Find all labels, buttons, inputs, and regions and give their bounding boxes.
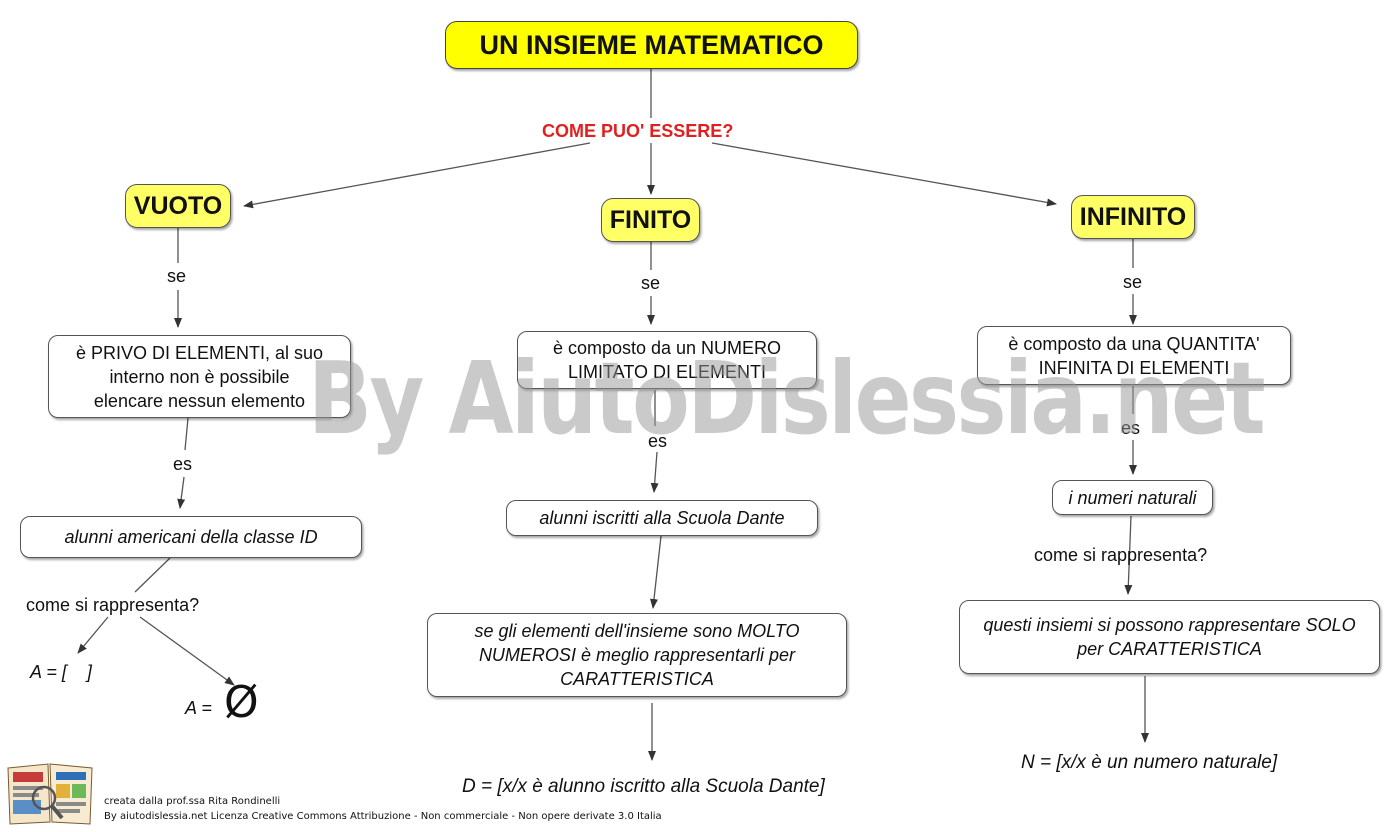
link-infinito-example-representation (1124, 515, 1133, 595)
vuoto-example-node: alunni americani della classe ID (20, 516, 362, 558)
question-label: COME PUO' ESSERE? (542, 121, 734, 141)
link-question-infinito (711, 142, 1057, 207)
vuoto-definition-text: è PRIVO DI ELEMENTI, al suo interno non … (75, 342, 324, 411)
link-es-vuoto-example (177, 476, 186, 509)
vuoto-text: VUOTO (133, 192, 223, 220)
vuoto-notation-a: A = [ ] (30, 662, 92, 682)
vuoto-node: VUOTO (125, 184, 231, 228)
empty-set-symbol: Ø (224, 677, 259, 728)
title-node: UN INSIEME MATEMATICO (445, 21, 858, 69)
infinito-es-label: es (1121, 418, 1141, 438)
infinito-example-text: i numeri naturali (1068, 487, 1197, 508)
infinito-represent-label: come si rappresenta? (1034, 545, 1208, 565)
finito-text: FINITO (609, 206, 692, 234)
link-question-vuoto (243, 142, 591, 209)
infinito-notation: N = [x/x è un numero naturale] (1021, 752, 1278, 773)
infinito-text: INFINITO (1079, 203, 1187, 231)
footer-license: By aiutodislessia.net Licenza Creative C… (104, 811, 662, 822)
infinito-se-label: se (1123, 272, 1143, 292)
link-es-finito-example (650, 451, 659, 493)
link-vuoto-def-es (184, 417, 189, 451)
link-vuoto-example-represent (134, 557, 171, 593)
finito-example-node: alunni iscritti alla Scuola Dante (506, 500, 818, 536)
finito-se-label: se (641, 273, 661, 293)
infinito-example-node: i numeri naturali (1052, 480, 1213, 515)
finito-definition-node: è composto da un NUMERO LIMITATO DI ELEM… (517, 331, 817, 389)
vuoto-represent-label: come si rappresenta? (26, 595, 200, 615)
watermark: By AiutoDislessia.net (308, 340, 1266, 457)
vuoto-se-label: se (167, 266, 187, 286)
infinito-representation-node: questi insiemi si possono rappresentare … (959, 600, 1380, 674)
infinito-definition-node: è composto da una QUANTITA' INFINITA DI … (977, 326, 1291, 385)
vuoto-definition-node: è PRIVO DI ELEMENTI, al suo interno non … (48, 335, 351, 418)
vuoto-notation-b: A = (185, 698, 212, 718)
finito-es-label: es (648, 431, 668, 451)
link-represent-notation-b (139, 616, 235, 686)
finito-example-text: alunni iscritti alla Scuola Dante (539, 508, 785, 528)
link-finito-example-representation (650, 535, 662, 609)
finito-representation-text: se gli elementi dell'insieme sono MOLTO … (474, 621, 800, 689)
title-text: UN INSIEME MATEMATICO (479, 30, 824, 60)
vuoto-example-text: alunni americani della classe ID (64, 527, 318, 547)
vuoto-es-label: es (173, 454, 193, 474)
infinito-representation-text: questi insiemi si possono rappresentare … (983, 615, 1356, 659)
finito-representation-node: se gli elementi dell'insieme sono MOLTO … (427, 613, 847, 697)
infinito-node: INFINITO (1071, 195, 1195, 239)
finito-definition-text: è composto da un NUMERO LIMITATO DI ELEM… (552, 338, 782, 382)
finito-notation: D = [x/x è alunno iscritto alla Scuola D… (462, 776, 825, 797)
finito-node: FINITO (601, 198, 700, 242)
footer-author: creata dalla prof.ssa Rita Rondinelli (104, 796, 281, 807)
book-logo-icon (7, 763, 93, 825)
infinito-definition-text: è composto da una QUANTITA' INFINITA DI … (1008, 333, 1260, 378)
link-represent-notation-a (77, 616, 109, 654)
